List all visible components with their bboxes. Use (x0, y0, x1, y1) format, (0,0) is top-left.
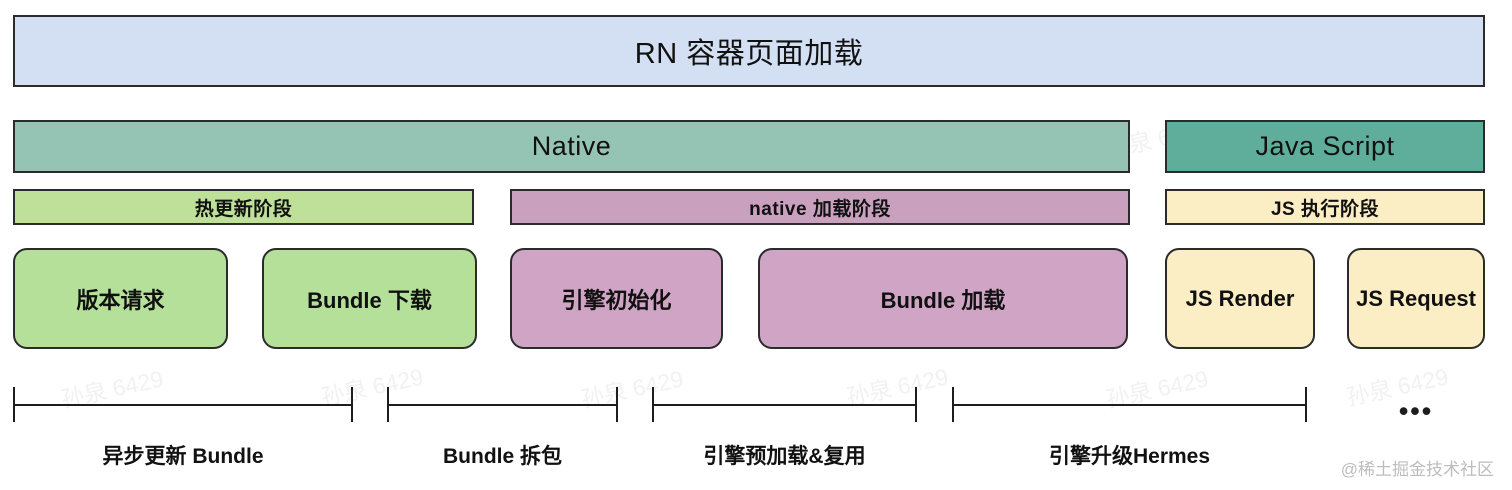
ellipsis-more: ••• (1398, 396, 1434, 426)
page-title-bar: RN 容器页面加载 (13, 15, 1485, 87)
bracket-tick-right (351, 387, 353, 422)
layer-bar-native: Native (13, 120, 1130, 173)
source-watermark: @稀土掘金技术社区 (1340, 460, 1494, 479)
bracket-bundle-split (387, 387, 618, 422)
bracket-line (13, 404, 353, 406)
bracket-async-update-bundle (13, 387, 353, 422)
task-box-version-request: 版本请求 (13, 248, 228, 349)
task-box-bundle-download: Bundle 下载 (262, 248, 477, 349)
phase-bar-js-exec: JS 执行阶段 (1165, 189, 1485, 225)
bracket-engine-upgrade-hermes (952, 387, 1307, 422)
bracket-tick-right (915, 387, 917, 422)
phase-bar-native-load: native 加载阶段 (510, 189, 1130, 225)
optimization-label-engine-preload-reuse: 引擎预加载&复用 (703, 445, 866, 468)
task-box-bundle-load: Bundle 加载 (758, 248, 1128, 349)
bracket-line (387, 404, 618, 406)
bracket-tick-right (1305, 387, 1307, 422)
optimization-label-async-update-bundle: 异步更新 Bundle (102, 445, 264, 468)
bracket-line (952, 404, 1307, 406)
bracket-line (652, 404, 917, 406)
bracket-tick-right (616, 387, 618, 422)
phase-bar-hot-update: 热更新阶段 (13, 189, 474, 225)
bracket-engine-preload-reuse (652, 387, 917, 422)
task-box-js-request: JS Request (1347, 248, 1485, 349)
optimization-label-bundle-split: Bundle 拆包 (443, 445, 562, 468)
task-box-engine-init: 引擎初始化 (510, 248, 723, 349)
layer-bar-javascript: Java Script (1165, 120, 1485, 173)
optimization-label-engine-upgrade-hermes: 引擎升级Hermes (1048, 445, 1211, 468)
task-box-js-render: JS Render (1165, 248, 1315, 349)
